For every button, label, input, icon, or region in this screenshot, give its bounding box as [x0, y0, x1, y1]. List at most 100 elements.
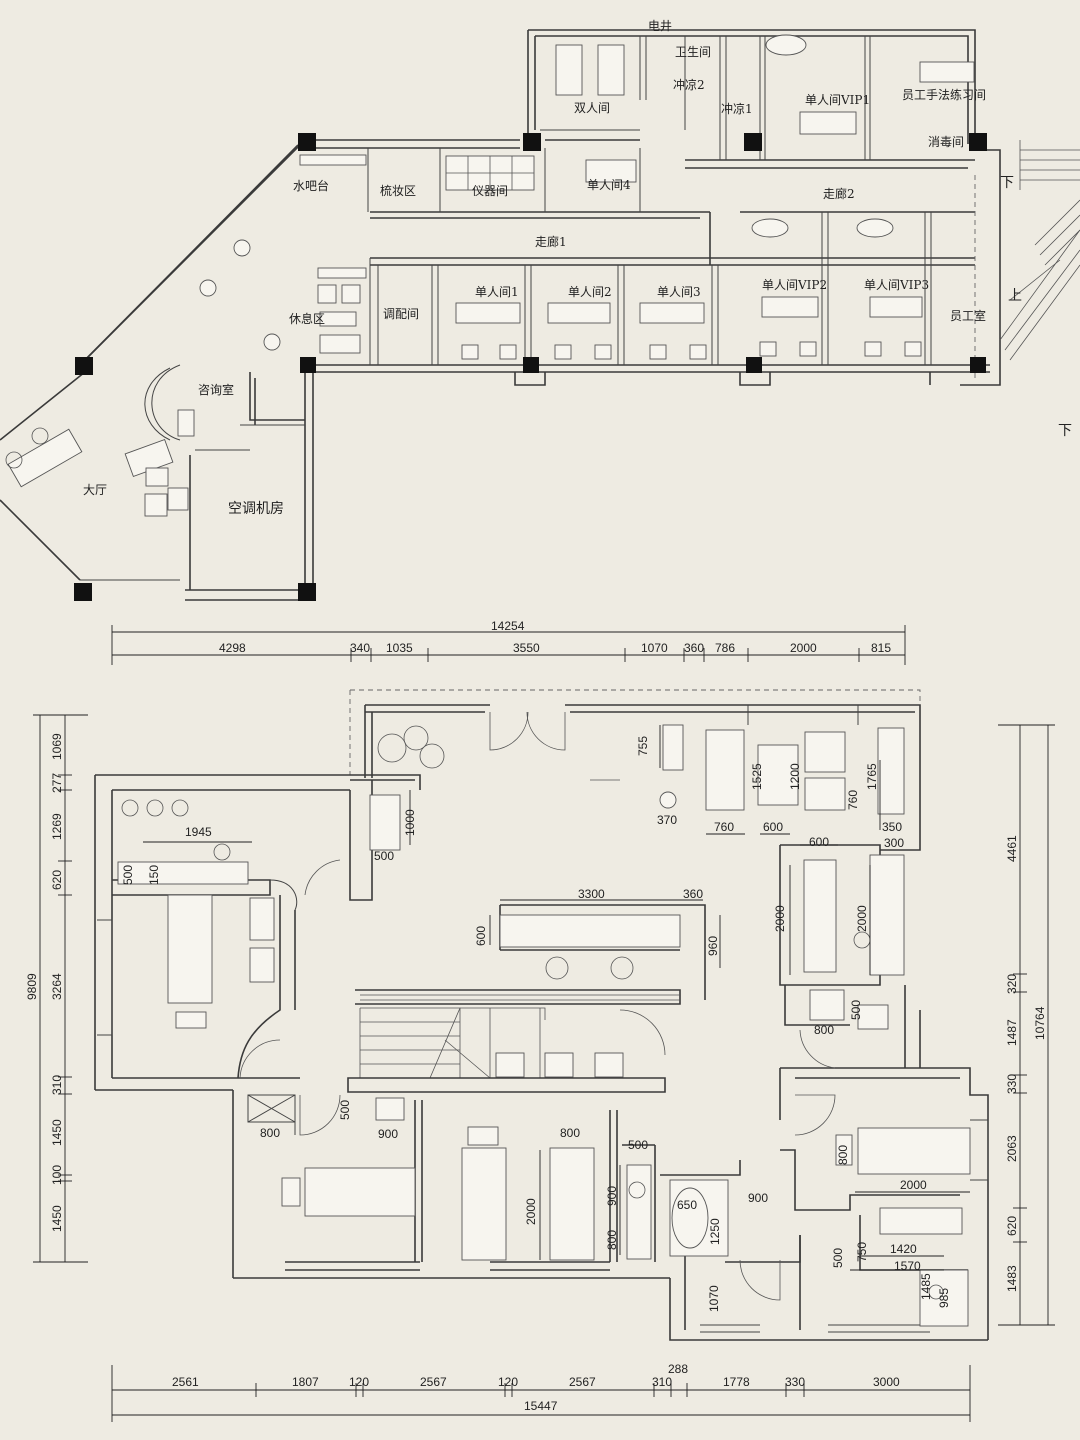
- dim-top-total: 14254: [491, 619, 525, 633]
- dim-inner: 1485: [919, 1273, 933, 1300]
- room-label-danrenjian-vip3: 单人间VIP3: [864, 278, 929, 292]
- room-label-danrenjian4: 单人间4: [587, 178, 631, 192]
- dim-inner: 800: [260, 1126, 280, 1140]
- dim-inner: 370: [657, 813, 677, 827]
- dim-top-seg: 1035: [386, 641, 413, 655]
- dim-top-seg: 3550: [513, 641, 540, 655]
- dim-inner: 500: [849, 1000, 863, 1020]
- room-label-dating: 大厅: [83, 483, 107, 497]
- dim-inner: 800: [836, 1145, 850, 1165]
- room-label-zoulang2: 走廊2: [823, 186, 855, 201]
- dim-bottom-seg: 288: [668, 1362, 688, 1376]
- dim-inner: 500: [374, 849, 394, 863]
- dim-inner: 800: [560, 1126, 580, 1140]
- dim-inner: 360: [683, 887, 703, 901]
- stair-label-down2: 下: [1058, 423, 1072, 439]
- dim-top-seg: 4298: [219, 641, 246, 655]
- stair-label-down1: 下: [1000, 175, 1014, 191]
- dim-inner: 800: [814, 1023, 834, 1037]
- room-label-dianjing: 电井: [648, 19, 672, 33]
- room-label-shuangrenjian: 双人间: [574, 101, 610, 115]
- dim-inner: 900: [605, 1186, 619, 1206]
- room-label-yiqi: 仪器间: [472, 184, 508, 198]
- room-label-xiaodu: 消毒间: [928, 135, 964, 149]
- dim-inner: 2000: [773, 905, 787, 932]
- dim-inner: 1765: [865, 763, 879, 790]
- dim-right-seg: 2063: [1005, 1135, 1019, 1162]
- room-label-tiaopei: 调配间: [383, 307, 419, 321]
- dim-left-seg: 1069: [50, 733, 64, 760]
- dim-right-seg: 1487: [1005, 1019, 1019, 1046]
- room-label-danrenjian3: 单人间3: [657, 285, 701, 299]
- dim-inner: 1525: [750, 763, 764, 790]
- dim-bottom-seg: 120: [498, 1375, 518, 1389]
- dim-right-seg: 1483: [1005, 1265, 1019, 1292]
- room-label-yuangongshi: 员工室: [950, 308, 986, 323]
- dim-left-seg: 1450: [50, 1205, 64, 1232]
- dim-left-seg: 620: [50, 870, 64, 890]
- dim-inner: 500: [831, 1248, 845, 1268]
- room-label-zoulang1: 走廊1: [535, 234, 567, 249]
- dim-inner: 600: [763, 820, 783, 834]
- dim-inner: 800: [605, 1230, 619, 1250]
- dim-bottom-seg: 310: [652, 1375, 672, 1389]
- dim-bottom-seg: 120: [349, 1375, 369, 1389]
- room-label-chongliang2: 冲凉2: [673, 77, 705, 92]
- plan2-walls: [94, 689, 989, 1341]
- dim-bottom-seg: 2567: [569, 1375, 596, 1389]
- dim-top-seg: 786: [715, 641, 735, 655]
- dim-right-seg: 620: [1005, 1216, 1019, 1236]
- dim-right-seg: 330: [1005, 1074, 1019, 1094]
- dim-bottom-total: 15447: [524, 1399, 558, 1413]
- dim-bottom-seg: 2561: [172, 1375, 199, 1389]
- dim-inner: 500: [338, 1100, 352, 1120]
- room-label-danrenjian2: 单人间2: [568, 285, 612, 299]
- plan1-columns: [74, 133, 987, 601]
- dim-inner: 900: [748, 1191, 768, 1205]
- dim-left-seg: 1450: [50, 1119, 64, 1146]
- dim-inner: 750: [855, 1242, 869, 1262]
- dim-inner: 1420: [890, 1242, 917, 1256]
- dim-left-seg: 277: [50, 773, 64, 793]
- dim-inner: 1070: [707, 1285, 721, 1312]
- room-label-danrenjian-vip2: 单人间VIP2: [762, 278, 827, 292]
- dim-inner: 985: [937, 1288, 951, 1308]
- dim-right-seg: 4461: [1005, 835, 1019, 862]
- dim-right-total: 10764: [1033, 1006, 1047, 1040]
- dim-bottom-seg: 1778: [723, 1375, 750, 1389]
- dim-inner: 350: [882, 820, 902, 834]
- dim-left-seg: 100: [50, 1165, 64, 1185]
- dim-inner: 1945: [185, 825, 212, 839]
- dim-left-seg: 1269: [50, 813, 64, 840]
- dim-inner: 760: [846, 790, 860, 810]
- plan2-dimensions: [33, 625, 1055, 1422]
- dim-inner: 500: [628, 1138, 648, 1152]
- room-label-chongliang1: 冲凉1: [721, 101, 753, 116]
- dim-inner: 1570: [894, 1259, 921, 1273]
- dim-left-total: 9809: [25, 973, 39, 1000]
- room-label-xiuxi: 休息区: [289, 311, 325, 326]
- dim-inner: 755: [636, 736, 650, 756]
- plan1-walls: [0, 29, 1080, 601]
- dim-inner: 3300: [578, 887, 605, 901]
- plan2-doors: [239, 711, 836, 1301]
- dim-top-seg: 1070: [641, 641, 668, 655]
- dim-inner: 150: [147, 865, 161, 885]
- dim-bottom-seg: 1807: [292, 1375, 319, 1389]
- room-label-danrenjian-vip1: 单人间VIP1: [805, 93, 870, 107]
- plan1-furniture: [5, 34, 975, 517]
- plan2-dimension-labels: 14254 4298 340 1035 3550 1070 360 786 20…: [25, 619, 1047, 1413]
- room-label-danrenjian1: 单人间1: [475, 285, 519, 299]
- room-label-shuzhuang: 梳妆区: [380, 183, 416, 198]
- dim-inner: 760: [714, 820, 734, 834]
- room-label-zixun: 咨询室: [198, 382, 234, 397]
- dim-inner: 1200: [788, 763, 802, 790]
- dim-top-seg: 340: [350, 641, 370, 655]
- dim-right-seg: 320: [1005, 974, 1019, 994]
- dim-inner: 1000: [403, 809, 417, 836]
- dim-bottom-seg: 3000: [873, 1375, 900, 1389]
- dim-inner: 900: [378, 1127, 398, 1141]
- plan1-labels: 电井 卫生间 冲凉2 冲凉1 双人间 单人间VIP1 员工手法练习间 消毒间 水…: [83, 19, 1072, 517]
- stair-label-up: 上: [1008, 288, 1022, 304]
- dim-inner: 600: [809, 835, 829, 849]
